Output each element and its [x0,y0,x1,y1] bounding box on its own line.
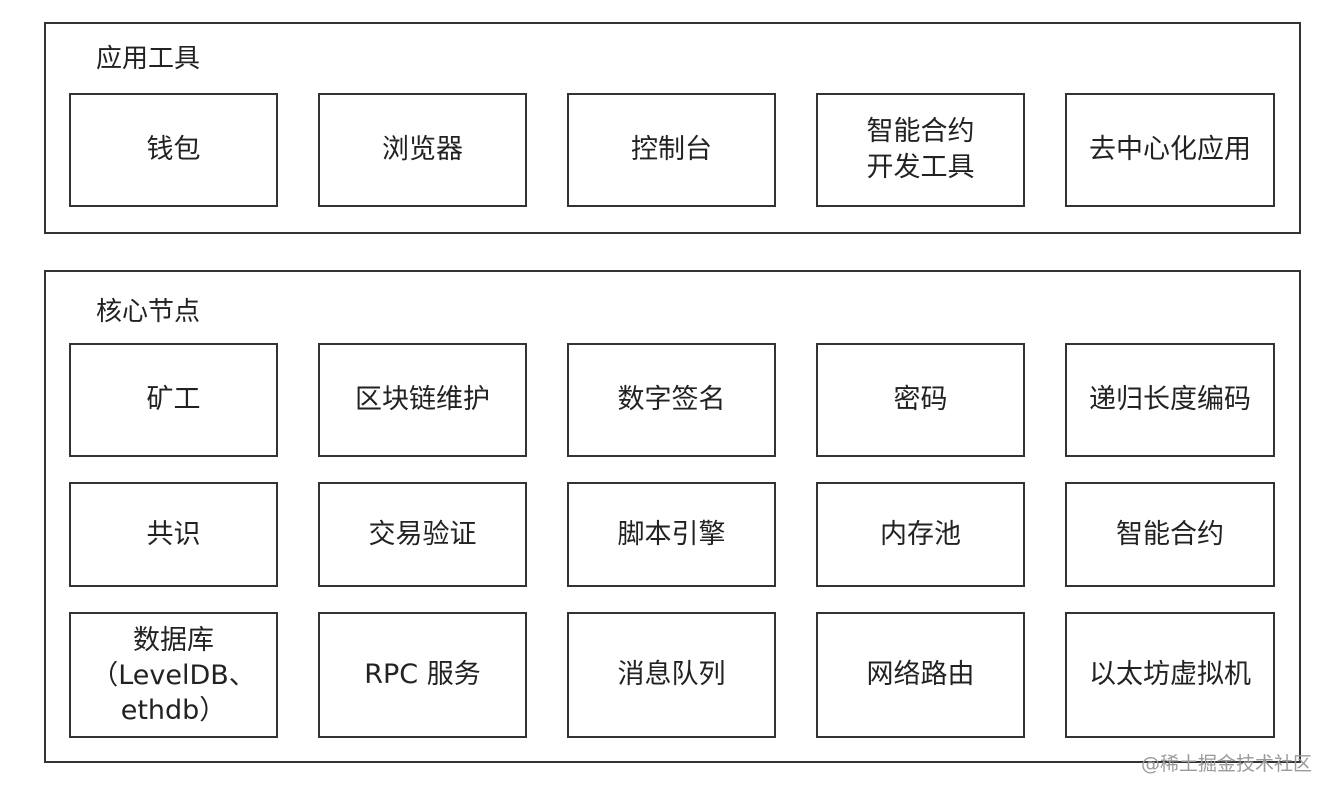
box-label: 网络路由 [866,659,975,690]
box-evm: 以太坊虚拟机 [1065,612,1275,738]
box-label: 密码 [893,384,948,415]
box-digital-signature: 数字签名 [567,343,776,457]
box-label: 以太坊虚拟机 [1089,659,1251,690]
box-rpc-service: RPC 服务 [318,612,527,738]
box-label: 钱包 [146,134,201,165]
box-smart-contract: 智能合约 [1065,482,1275,587]
box-label: 智能合约 开发工具 [866,116,975,183]
box-label: 共识 [146,518,201,550]
box-label: 矿工 [146,384,201,415]
box-contract-dev-tools: 智能合约 开发工具 [816,93,1025,207]
box-label: 控制台 [631,134,712,165]
group-title: 核心节点 [96,297,201,327]
watermark: @稀土掘金技术社区 [1140,753,1312,775]
box-network-routing: 网络路由 [816,612,1025,738]
box-label: 消息队列 [617,659,726,690]
box-browser: 浏览器 [318,93,527,207]
box-label: 数字签名 [617,384,726,415]
box-label: 数据库 （LevelDB、 ethdb） [91,624,256,726]
box-cryptography: 密码 [816,343,1025,457]
box-mempool: 内存池 [816,482,1025,587]
box-label: 交易验证 [368,518,477,550]
box-wallet: 钱包 [69,93,278,207]
box-chain-maintenance: 区块链维护 [318,343,527,457]
box-label: 去中心化应用 [1089,134,1251,165]
box-consensus: 共识 [69,482,278,587]
box-label: 递归长度编码 [1089,384,1251,415]
box-label: 脚本引擎 [617,518,726,550]
box-label: 浏览器 [382,134,463,165]
box-label: 智能合约 [1116,518,1224,550]
box-miner: 矿工 [69,343,278,457]
box-script-engine: 脚本引擎 [567,482,776,587]
box-database: 数据库 （LevelDB、 ethdb） [69,612,278,738]
box-label: 区块链维护 [355,384,490,415]
group-title: 应用工具 [96,44,201,74]
box-rlp-encoding: 递归长度编码 [1065,343,1275,457]
box-dapp: 去中心化应用 [1065,93,1275,207]
box-tx-validation: 交易验证 [318,482,527,587]
box-console: 控制台 [567,93,776,207]
box-label: RPC 服务 [364,659,481,690]
box-label: 内存池 [880,518,961,550]
box-message-queue: 消息队列 [567,612,776,738]
